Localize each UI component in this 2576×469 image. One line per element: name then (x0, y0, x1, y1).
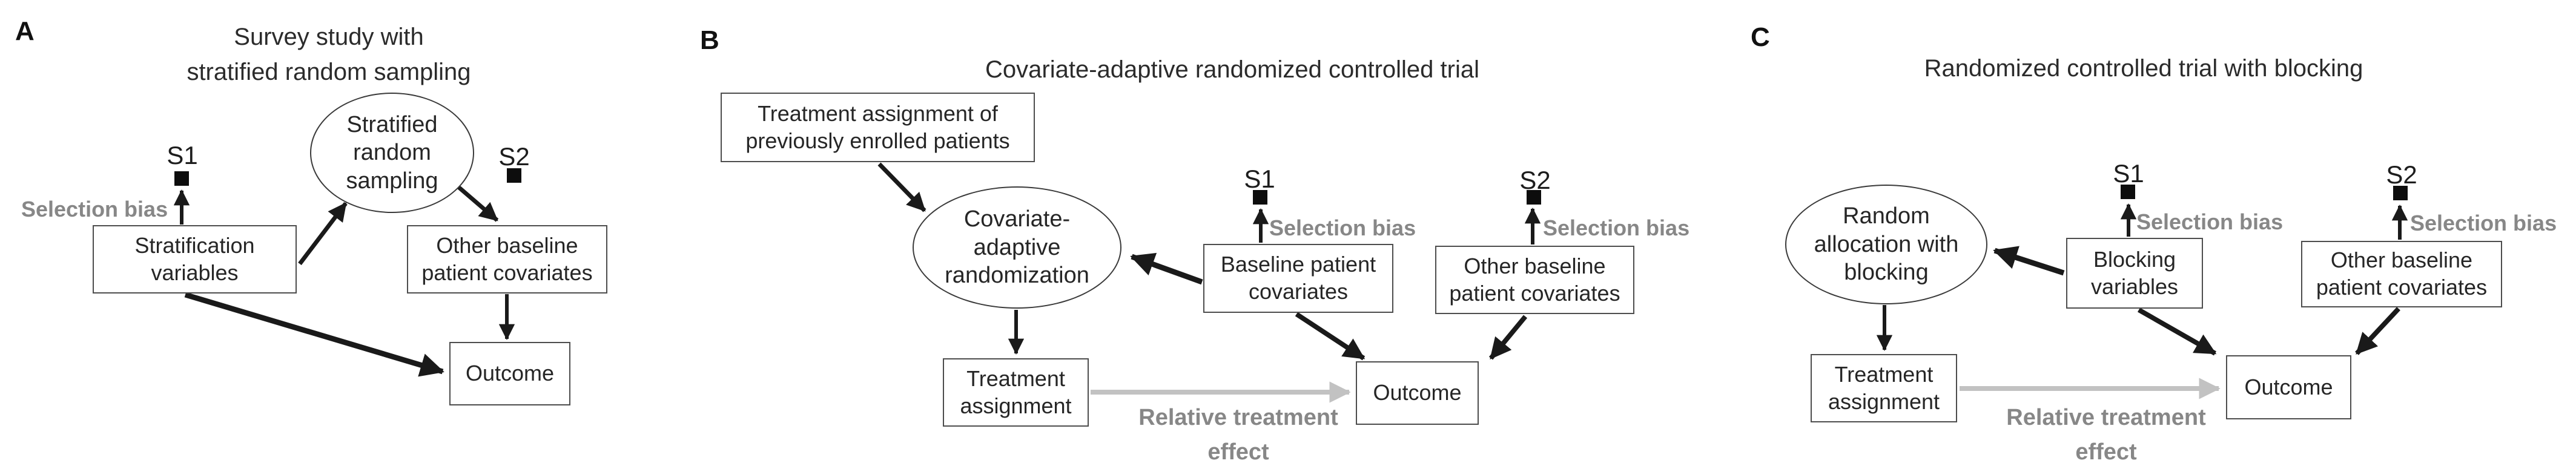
panel-b-label: B (700, 25, 719, 55)
node-covariate-adaptive-randomization: Covariate-adaptive randomization (913, 186, 1121, 309)
panel-c-label: C (1751, 22, 1770, 52)
node-blocking-variables: Blocking variables (2066, 238, 2203, 309)
arrow-b-baseline-to-outcome (1295, 312, 1366, 361)
node-c-other-baseline-covariates: Other baseline patient covariates (2301, 241, 2502, 307)
b-selection-bias-label-2: Selection bias (1543, 215, 1690, 240)
c-s2-selection-square (2393, 186, 2408, 200)
b-s2-selection-square (1527, 190, 1541, 205)
arrow-c-other-to-outcome (2355, 307, 2400, 355)
panel-a-label: A (15, 16, 35, 46)
arrow-a-stratification-to-outcome (184, 292, 444, 377)
b-relative-treatment-effect-label: Relative treatment effect (1138, 405, 1338, 465)
arrow-c-blocking-to-outcome (2138, 307, 2217, 356)
node-random-allocation-with-blocking: Random allocation with blocking (1785, 185, 1987, 304)
arrow-a-stratification-to-sampling (298, 202, 348, 266)
b-s2-label: S2 (1519, 166, 1551, 194)
node-b-treatment-assignment: Treatment assignment (943, 358, 1089, 427)
node-a-outcome: Outcome (449, 342, 570, 405)
node-stratification-variables: Stratification variables (93, 225, 297, 294)
panel-b-title: Covariate-adaptive randomized controlled… (985, 56, 1479, 83)
panel-a-title-line1: Survey study with (234, 24, 424, 50)
node-a-other-baseline-covariates: Other baseline patient covariates (407, 225, 607, 294)
panel-a-title-line2: stratified random sampling (187, 59, 471, 85)
node-c-outcome: Outcome (2226, 355, 2351, 419)
node-baseline-patient-covariates: Baseline patient covariates (1203, 244, 1393, 313)
node-b-other-baseline-covariates: Other baseline patient covariates (1435, 246, 1634, 314)
a-selection-bias-label: Selection bias (21, 197, 168, 221)
arrow-a-sampling-to-other-covariates (457, 185, 499, 222)
c-s1-selection-square (2121, 185, 2135, 199)
c-s2-label: S2 (2386, 160, 2417, 189)
node-b-outcome: Outcome (1356, 361, 1479, 425)
c-selection-bias-label-2: Selection bias (2410, 211, 2557, 235)
arrow-b-other-to-outcome (1488, 315, 1528, 360)
b-s1-label: S1 (1244, 165, 1275, 193)
c-s1-label: S1 (2113, 159, 2144, 188)
c-relative-treatment-effect-label: Relative treatment effect (2006, 405, 2206, 465)
a-s1-selection-square (174, 171, 189, 186)
node-previous-treatment-assignment: Treatment assignment of previously enrol… (721, 93, 1035, 162)
arrow-b-previous-to-randomization (877, 162, 926, 212)
b-selection-bias-label-1: Selection bias (1269, 215, 1416, 240)
node-stratified-random-sampling: Stratified random sampling (310, 93, 474, 213)
node-c-treatment-assignment: Treatment assignment (1811, 354, 1957, 422)
c-selection-bias-label-1: Selection bias (2136, 209, 2284, 234)
panel-c-title: Randomized controlled trial with blockin… (1924, 55, 2363, 82)
a-s1-label: S1 (167, 141, 198, 169)
arrow-c-blocking-to-allocation (1993, 246, 2065, 276)
arrow-b-baseline-to-randomization (1130, 252, 1203, 285)
a-s2-label: S2 (498, 142, 530, 171)
panel-a-title: Survey study with stratified random samp… (117, 19, 541, 90)
a-s2-selection-square (507, 168, 521, 183)
b-s1-selection-square (1253, 190, 1267, 205)
